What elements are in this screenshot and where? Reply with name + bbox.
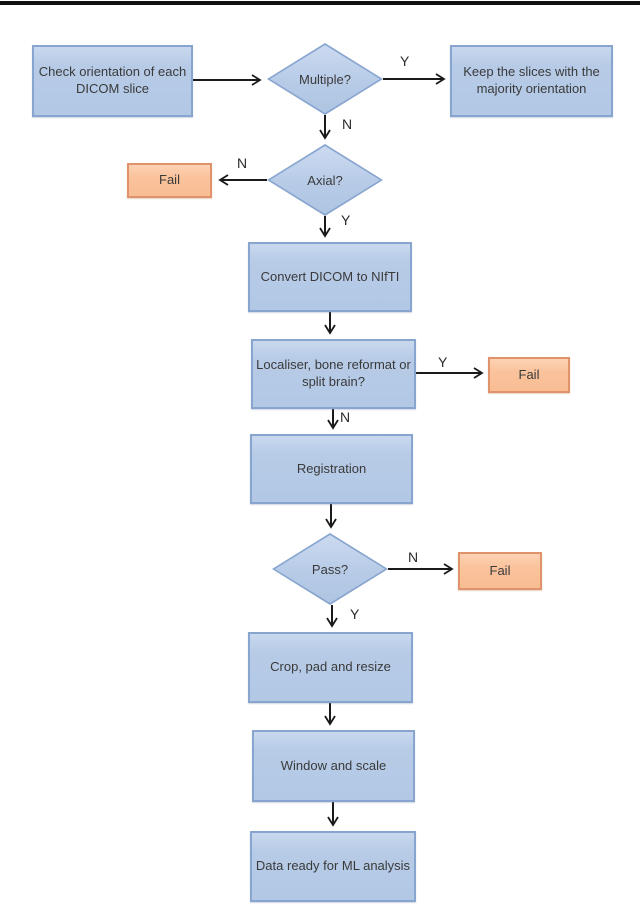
node-data-ready: Data ready for ML analysis — [250, 831, 416, 902]
node-fail-localiser: Fail — [488, 357, 570, 393]
edge-label-pass-no: N — [408, 549, 419, 565]
decision-multiple-label: Multiple? — [270, 45, 380, 113]
edge-label-multiple-yes: Y — [400, 53, 410, 69]
node-window-scale: Window and scale — [252, 730, 415, 802]
node-check-orientation: Check orientation of each DICOM slice — [32, 45, 193, 117]
edge-label-localiser-yes: Y — [438, 354, 448, 370]
decision-axial-label: Axial? — [270, 146, 380, 214]
edge-label-multiple-no: N — [342, 116, 353, 132]
edge-label-axial-no: N — [237, 155, 248, 171]
node-fail-pass: Fail — [458, 552, 542, 590]
node-decision-pass: Pass? — [272, 533, 388, 605]
node-fail-axial: Fail — [127, 163, 212, 198]
page-top-border — [0, 1, 640, 5]
node-keep-slices: Keep the slices with the majority orient… — [450, 45, 613, 117]
node-crop-pad-resize: Crop, pad and resize — [248, 632, 413, 703]
node-convert-dicom: Convert DICOM to NIfTI — [248, 242, 412, 312]
node-registration: Registration — [250, 434, 413, 504]
node-decision-multiple: Multiple? — [267, 43, 383, 115]
node-localiser-check: Localiser, bone reformat or split brain? — [251, 339, 416, 409]
edge-label-pass-yes: Y — [350, 606, 360, 622]
decision-pass-label: Pass? — [275, 535, 385, 603]
node-decision-axial: Axial? — [267, 144, 383, 216]
edge-label-localiser-no: N — [340, 409, 351, 425]
edge-label-axial-yes: Y — [341, 212, 351, 228]
